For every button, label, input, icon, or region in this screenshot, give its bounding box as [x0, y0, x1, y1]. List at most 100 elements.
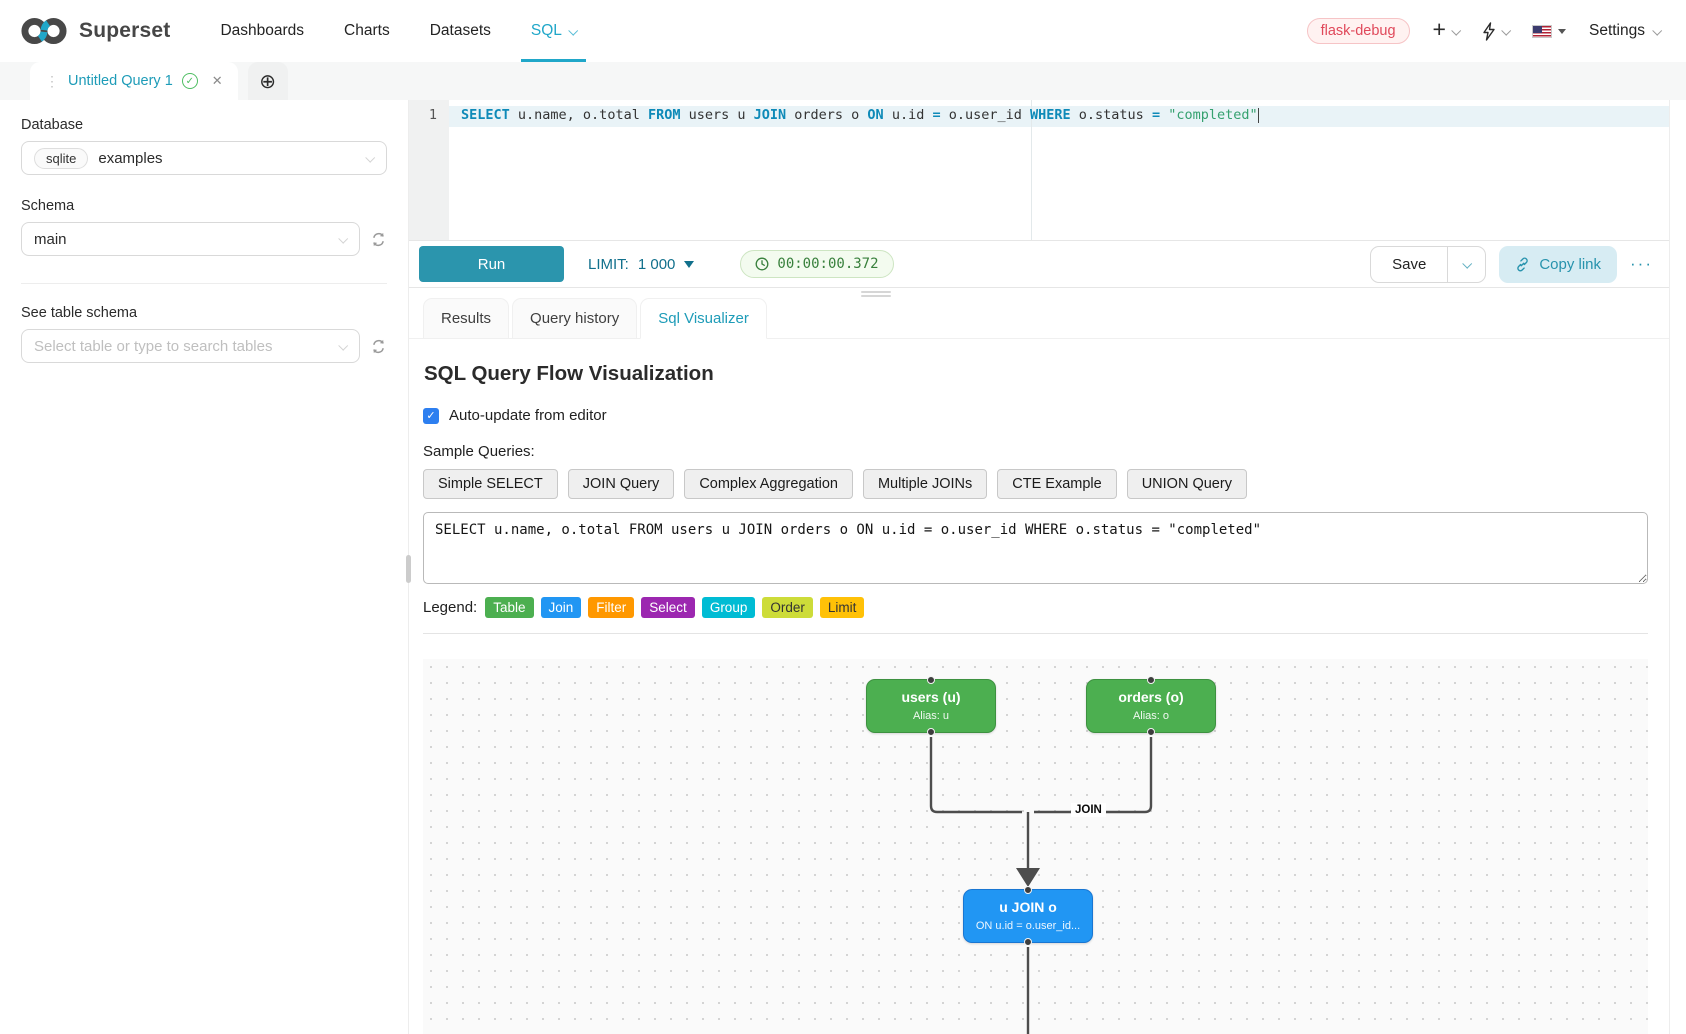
save-button[interactable]: Save [1392, 255, 1427, 273]
new-item-button[interactable]: + [1433, 18, 1462, 41]
refresh-tables-icon[interactable] [370, 338, 387, 355]
sample-query-button-join-query[interactable]: JOIN Query [567, 469, 675, 499]
sql-visualizer-panel: SQL Query Flow Visualization ✓ Auto-upda… [409, 339, 1669, 1034]
editor-gutter: 1 [409, 100, 449, 240]
database-select[interactable]: sqlite examples [21, 141, 387, 175]
sample-queries-label: Sample Queries: [423, 443, 535, 460]
query-tab-untitled-query-1[interactable]: ⋮ Untitled Query 1 ✓ ✕ [30, 62, 238, 100]
sql-token-plain: users u [680, 107, 754, 123]
chevron-down-icon [1501, 25, 1512, 36]
add-query-tab-button[interactable]: ⊕ [247, 62, 288, 100]
saved-check-icon: ✓ [181, 73, 198, 89]
database-engine-badge: sqlite [34, 147, 89, 169]
superset-logo[interactable]: Superset [18, 15, 170, 47]
sidebar-divider [21, 283, 387, 284]
sql-token-kw: JOIN [753, 107, 787, 123]
auto-update-label: Auto-update from editor [449, 407, 607, 424]
schema-select[interactable]: main [21, 222, 360, 256]
brand-title: Superset [79, 19, 171, 42]
flow-node-subtitle: Alias: u [912, 710, 950, 722]
clock-icon [755, 257, 769, 271]
sql-token-plain: u.name, o.total [509, 107, 648, 123]
results-pane [409, 288, 1669, 298]
nav-item-datasets[interactable]: Datasets [410, 0, 511, 62]
tab-results[interactable]: Results [423, 298, 510, 339]
sample-query-button-multiple-joins[interactable]: Multiple JOINs [862, 469, 988, 499]
table-schema-label: See table schema [21, 305, 138, 321]
pane-resize-handle[interactable] [861, 291, 891, 299]
nav-item-label: Dashboards [220, 22, 305, 39]
query-tab-label: Untitled Query 1 [68, 73, 173, 89]
sqllab-sidebar: Database sqlite examples Schema main [0, 100, 411, 1034]
nav-item-sql[interactable]: SQL [511, 0, 596, 62]
chevron-down-icon [365, 152, 376, 163]
sql-token-plain: o.status [1070, 107, 1152, 123]
query-text-input[interactable]: SELECT u.name, o.total FROM users u JOIN… [423, 512, 1648, 584]
query-tab-strip: ⋮ Untitled Query 1 ✓ ✕ ⊕ [0, 62, 1686, 100]
refresh-schemas-icon[interactable] [370, 231, 387, 248]
sample-query-button-cte-example[interactable]: CTE Example [997, 469, 1117, 499]
flow-edges [929, 737, 1153, 1034]
sql-token-op: = [932, 107, 941, 123]
flow-node-orders[interactable]: orders (o)Alias: o [1086, 676, 1216, 736]
sql-code-line[interactable]: SELECT u.name, o.total FROM users u JOIN… [409, 100, 1669, 123]
nav-item-charts[interactable]: Charts [324, 0, 410, 62]
us-flag-icon [1531, 24, 1552, 38]
node-handle-bottom[interactable] [1024, 938, 1032, 946]
sql-lab-shortcut-button[interactable] [1482, 21, 1512, 41]
caret-down-icon [1557, 28, 1566, 34]
chevron-down-icon [1451, 25, 1462, 36]
copy-link-label: Copy link [1539, 255, 1602, 273]
table-select[interactable]: Select table or type to search tables [21, 329, 360, 363]
settings-menu[interactable]: Settings [1589, 22, 1663, 40]
legend-badge-table: Table [485, 597, 534, 618]
sample-query-button-union-query[interactable]: UNION Query [1126, 469, 1247, 499]
node-handle-bottom[interactable] [927, 728, 935, 736]
sample-query-buttons: Simple SELECT JOIN Query Complex Aggregati… [423, 469, 1648, 499]
environment-badge: flask-debug [1306, 18, 1410, 44]
sample-query-button-simple-select[interactable]: Simple SELECT [423, 469, 558, 499]
flow-node-subtitle: ON u.id = o.user_id... [975, 920, 1081, 932]
sql-token-plain: orders o [786, 107, 868, 123]
more-actions-button[interactable]: ··· [1630, 254, 1653, 273]
flow-node-users[interactable]: users (u)Alias: u [866, 676, 996, 736]
superset-infinity-icon [21, 18, 67, 44]
tab-query-history[interactable]: Query history [512, 298, 638, 339]
sql-token-kw: SELECT [461, 107, 510, 123]
caret-down-icon [684, 260, 695, 268]
run-button[interactable]: Run [419, 246, 564, 282]
node-handle-top[interactable] [1147, 676, 1155, 684]
nav-item-label: Charts [344, 22, 390, 39]
plus-circle-icon: ⊕ [259, 70, 277, 93]
close-tab-icon[interactable]: ✕ [211, 73, 223, 88]
sql-token-plain [1160, 107, 1168, 123]
legend-badge-filter: Filter [588, 597, 635, 618]
node-handle-top[interactable] [1024, 886, 1032, 894]
save-options-button[interactable] [1447, 246, 1485, 282]
auto-update-checkbox[interactable]: ✓ [423, 407, 439, 424]
sidebar-resize-handle[interactable] [406, 555, 411, 583]
database-select-value: examples [98, 149, 163, 167]
print-margin-line [1031, 100, 1032, 240]
chevron-down-icon [1652, 25, 1663, 36]
sample-query-button-complex-aggregation[interactable]: Complex Aggregation [684, 469, 853, 499]
page-title: SQL Query Flow Visualization [424, 362, 714, 385]
sql-token-plain: u.id [883, 107, 933, 123]
node-handle-bottom[interactable] [1147, 728, 1155, 736]
copy-link-button[interactable]: Copy link [1499, 245, 1618, 283]
limit-value: 1 000 [637, 255, 676, 273]
drag-handle-icon[interactable]: ⋮ [45, 73, 59, 89]
limit-dropdown[interactable]: LIMIT: 1 000 [588, 255, 695, 273]
tab-sql-visualizer[interactable]: Sql Visualizer [640, 298, 767, 339]
chevron-down-icon [568, 25, 579, 36]
active-line-highlight [409, 106, 1669, 127]
nav-item-dashboards[interactable]: Dashboards [200, 0, 324, 62]
node-handle-top[interactable] [927, 676, 935, 684]
sql-editor[interactable]: 1 SELECT u.name, o.total FROM users u JO… [409, 100, 1669, 241]
language-selector[interactable] [1531, 24, 1566, 38]
